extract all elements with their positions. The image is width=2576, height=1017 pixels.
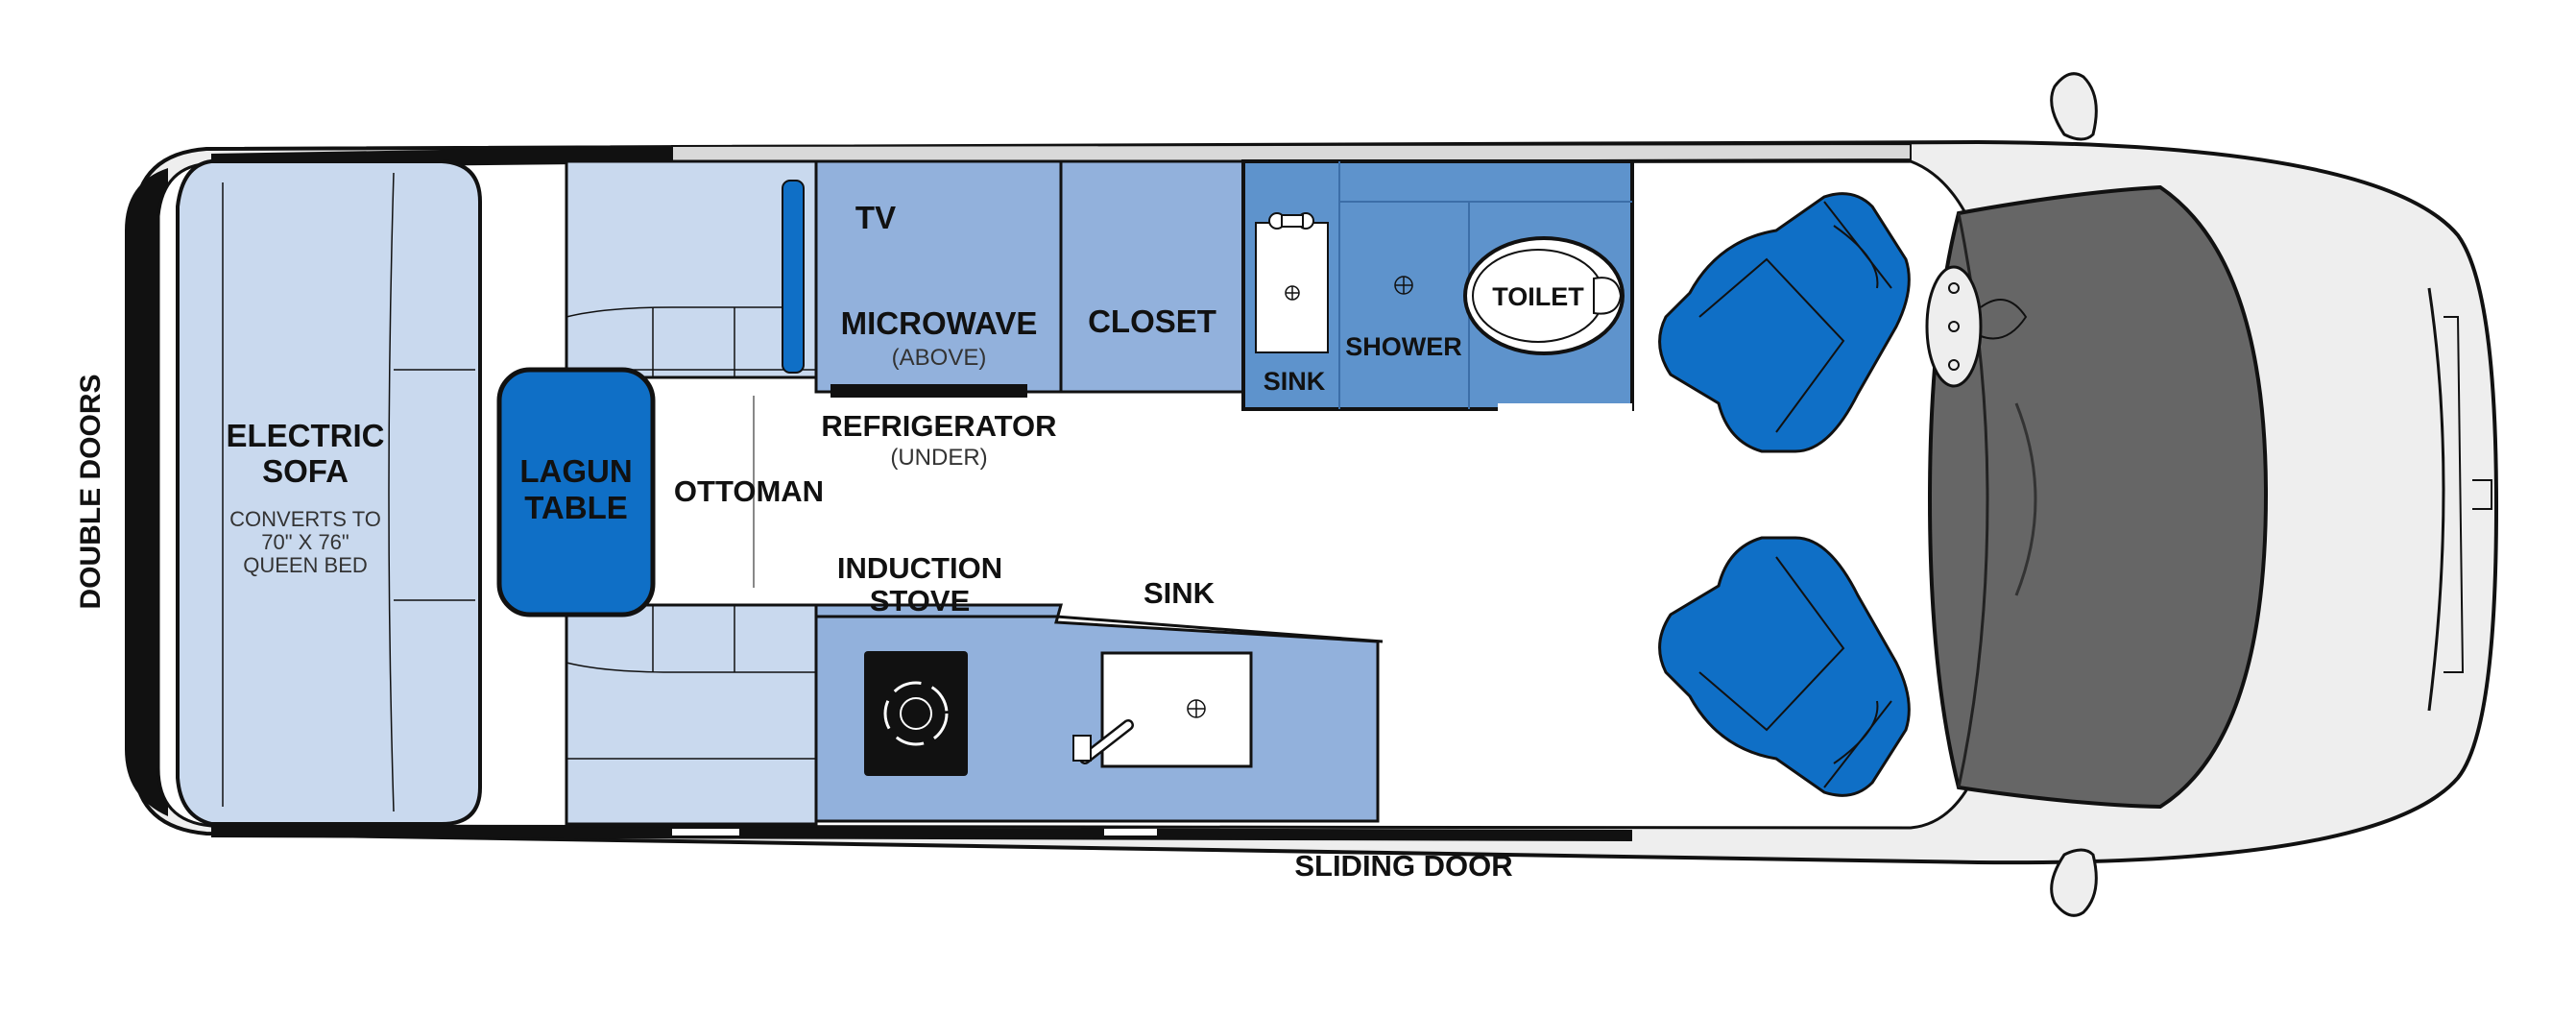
microwave-label: MICROWAVE — [841, 305, 1038, 341]
refrigerator-label: REFRIGERATOR — [821, 409, 1056, 443]
passenger-seat — [1658, 536, 1911, 797]
driver-seat — [1658, 192, 1911, 453]
mirror-icon — [2050, 72, 2098, 141]
mirror-icon — [2050, 848, 2098, 917]
table-label-line1: LAGUN — [519, 453, 632, 489]
sliding-door-label: SLIDING DOOR — [1294, 849, 1512, 883]
sofa-note-line2: 70" X 76" — [261, 530, 349, 554]
cooktop-icon — [864, 651, 968, 776]
electric-sofa — [176, 159, 482, 826]
drain-icon — [1187, 699, 1206, 718]
galley-sink-label: SINK — [1144, 576, 1216, 610]
closet-label: CLOSET — [1088, 303, 1216, 339]
faucet-icon — [1268, 212, 1314, 230]
sofa-label-line1: ELECTRIC — [227, 418, 385, 453]
tv-label: TV — [855, 200, 896, 235]
shower-label: SHOWER — [1345, 332, 1462, 361]
microwave-cabinet — [814, 159, 1063, 398]
stove-label-line1: INDUCTION — [837, 551, 1002, 585]
double-doors-label: DOUBLE DOORS — [75, 374, 107, 609]
steering-wheel-icon — [1925, 265, 2028, 388]
drain-icon — [1394, 276, 1413, 295]
faucet-icon — [1072, 719, 1134, 764]
table-label-line2: TABLE — [524, 490, 628, 525]
cab — [1925, 72, 2492, 917]
upper-bench — [565, 159, 818, 379]
lagun-table — [496, 367, 656, 617]
bath-sink-label: SINK — [1264, 367, 1326, 396]
toilet-label: TOILET — [1492, 282, 1584, 311]
toilet — [1463, 236, 1625, 355]
sofa-label-line2: SOFA — [262, 453, 349, 489]
stove-label-line2: STOVE — [870, 584, 971, 617]
closet — [1059, 159, 1245, 394]
sofa-note-line1: CONVERTS TO — [229, 507, 381, 531]
drain-icon — [1285, 285, 1300, 301]
bathroom — [1241, 159, 1634, 411]
galley-counter — [814, 603, 1384, 823]
ottoman-label: OTTOMAN — [674, 474, 824, 508]
lower-bench — [565, 603, 818, 826]
sofa-note-line3: QUEEN BED — [243, 553, 368, 577]
microwave-note: (ABOVE) — [892, 345, 987, 371]
refrigerator-note: (UNDER) — [890, 445, 987, 471]
